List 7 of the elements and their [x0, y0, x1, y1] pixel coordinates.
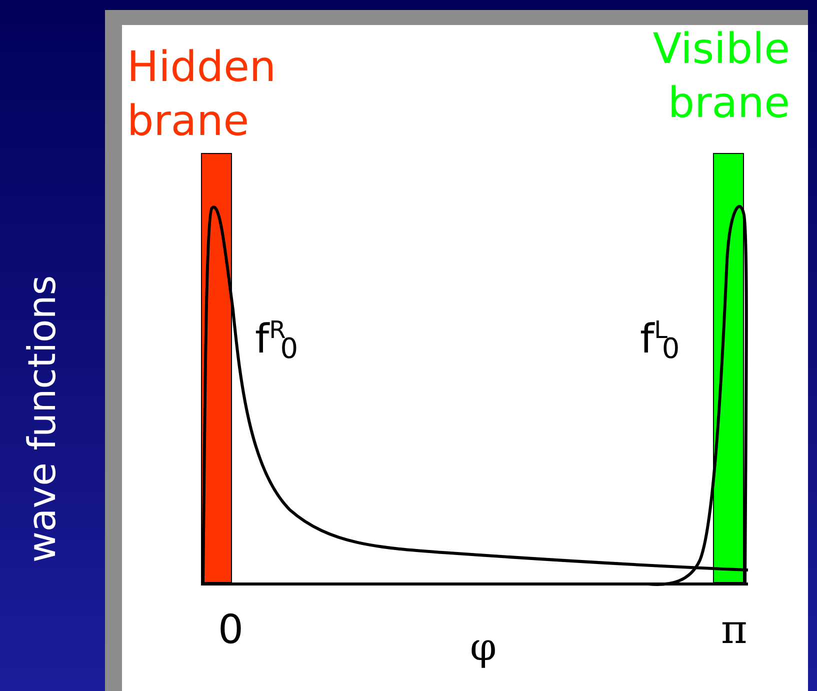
tick-label: π: [721, 610, 748, 650]
axis-title: wave functions: [23, 274, 61, 565]
brane-bar: [713, 153, 744, 583]
axis-label: φ: [470, 628, 497, 666]
tick-label: 0: [218, 610, 244, 650]
brane-label: Visible brane: [652, 23, 790, 129]
brane-label: Hidden brane: [127, 41, 278, 147]
